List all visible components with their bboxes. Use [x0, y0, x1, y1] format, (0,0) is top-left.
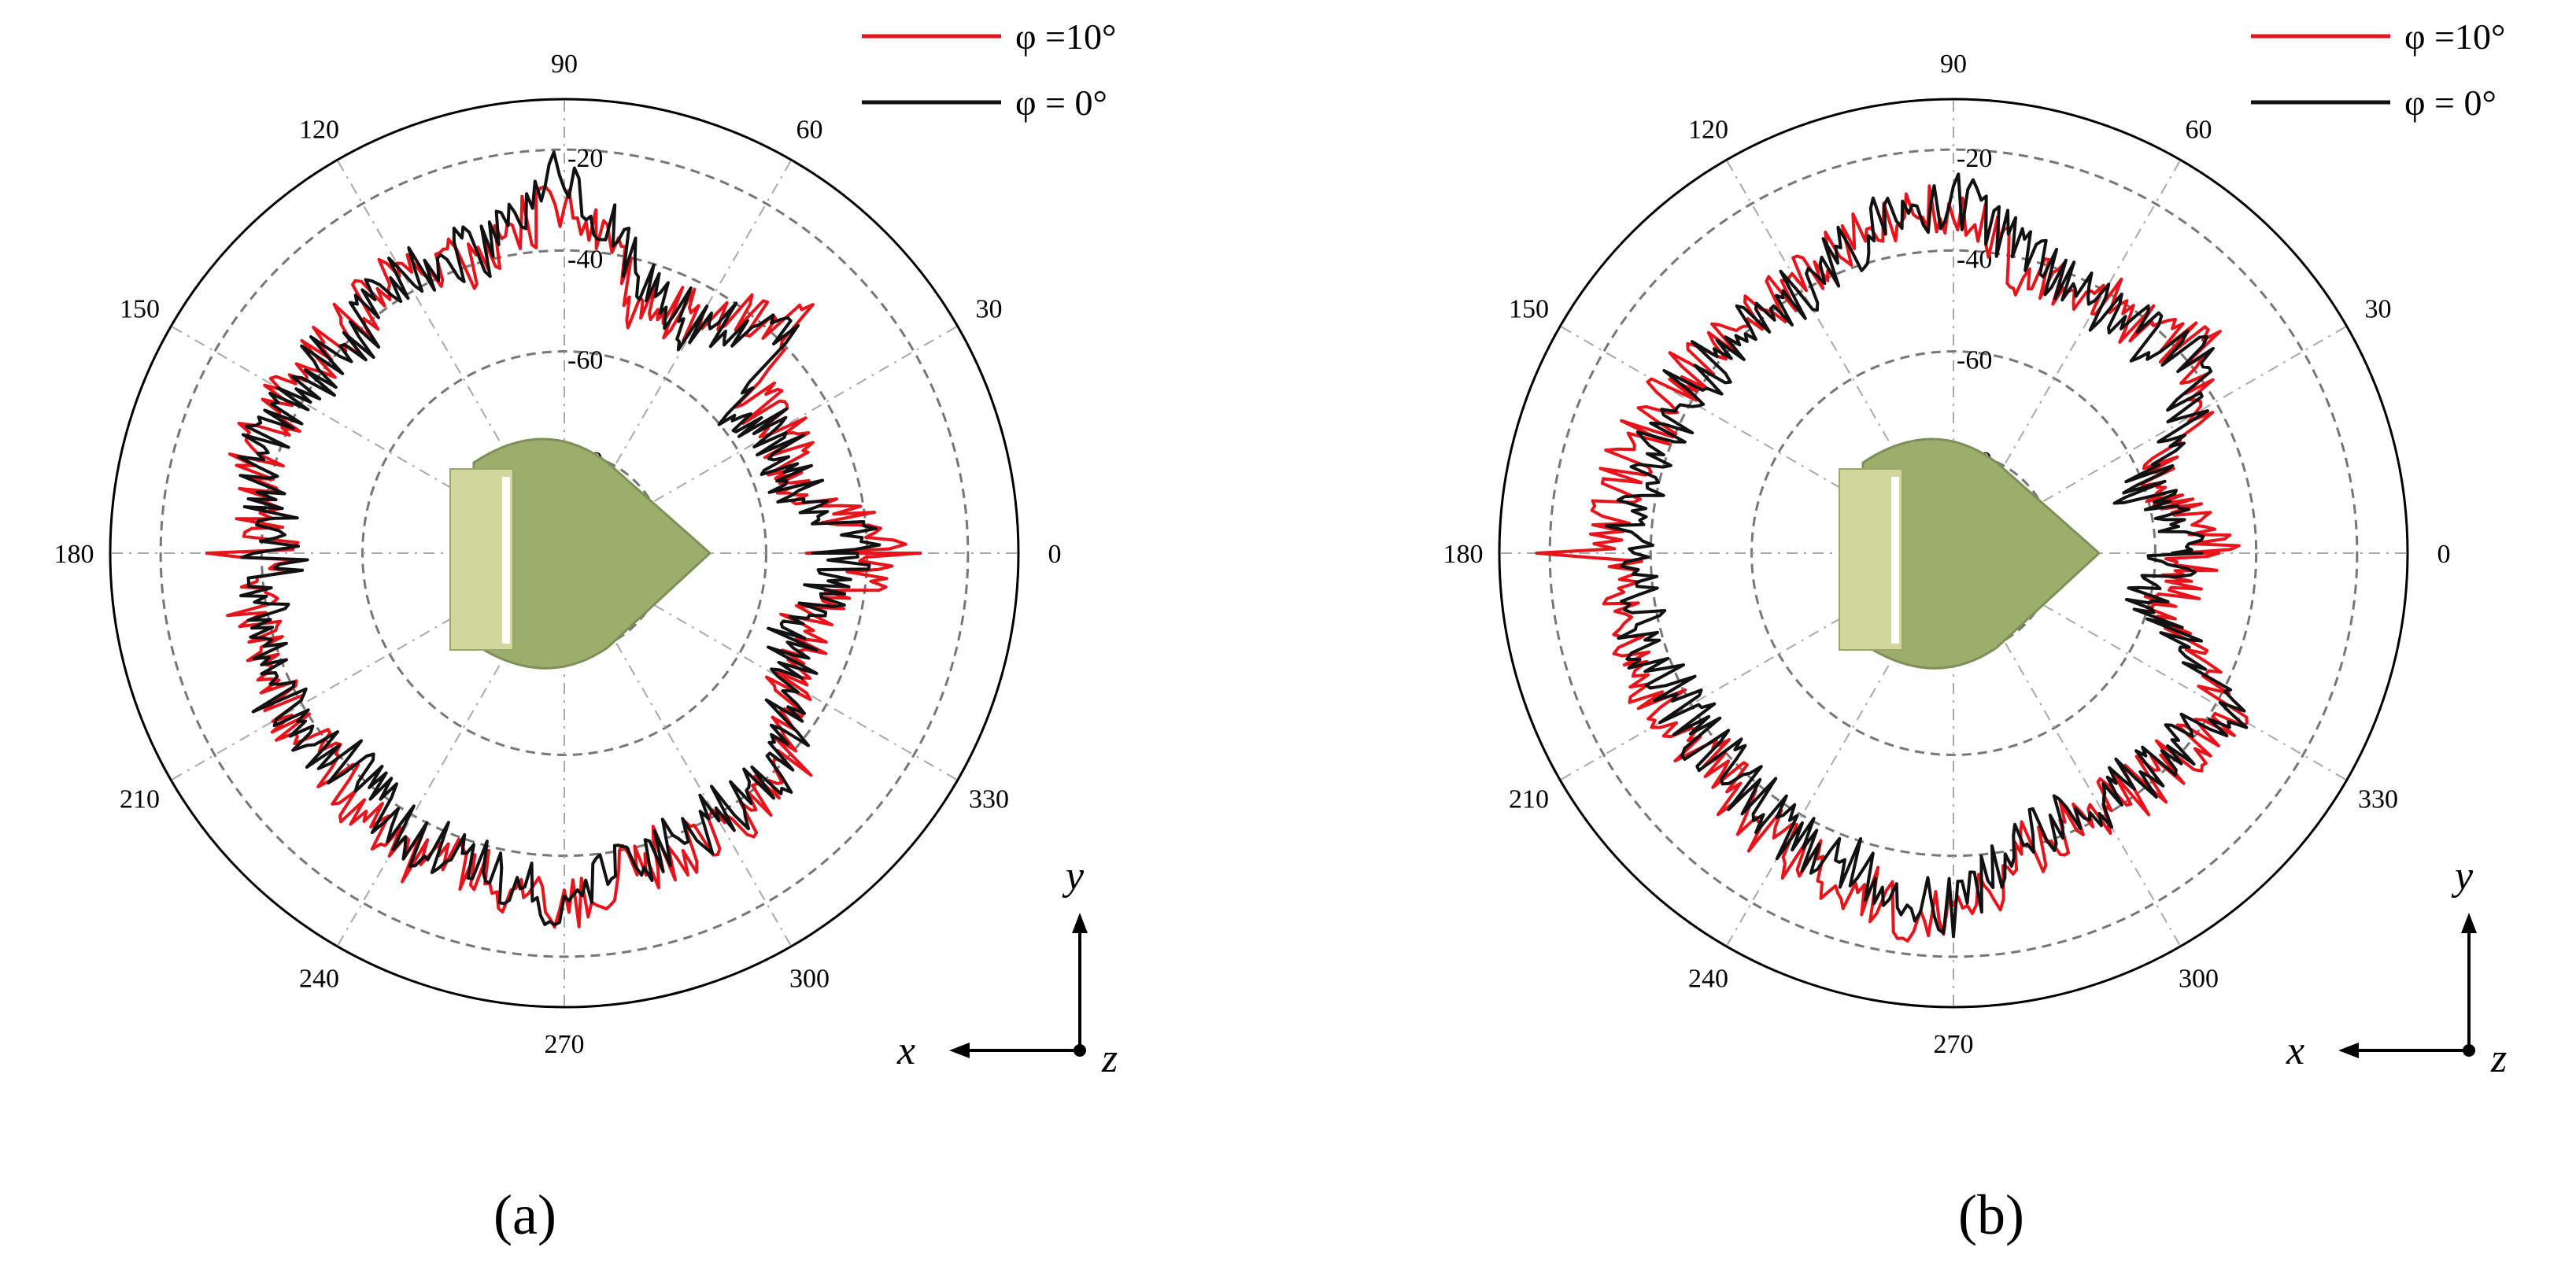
angular-tick-label-b-11: 330 [2358, 785, 2398, 814]
angular-tick-label-b-3: 90 [1940, 50, 1967, 79]
radial-gridline-a-2 [361, 350, 767, 756]
y-arrowhead-b [2461, 913, 2477, 933]
legend-label-red-b: φ =10° [2404, 17, 2505, 57]
angular-tick-label-a-2: 60 [796, 115, 823, 144]
angular-gridline-a-8 [336, 552, 565, 947]
vehicle-slot-b [1891, 477, 1899, 644]
angular-tick-label-b-2: 60 [2186, 115, 2212, 144]
angular-gridline-a-5 [170, 325, 565, 554]
legend-label-red-a: φ =10° [1015, 17, 1116, 57]
vehicle-body-b [1861, 437, 2101, 670]
legend-b: φ =10° φ = 0° [2251, 17, 2505, 123]
legend-a: φ =10° φ = 0° [862, 17, 1116, 123]
angular-tick-label-a-10: 300 [789, 965, 830, 994]
angular-gridline-b-7 [1559, 552, 1954, 781]
x-arrowhead-b [2338, 1043, 2359, 1058]
y-arrowhead-a [1072, 913, 1088, 933]
angular-tick-label-b-0: 0 [2437, 540, 2451, 569]
vehicle-body-a [472, 437, 712, 670]
angular-tick-labels-b: 0 30 60 90 120 150 180 210 240 270 300 330 [1443, 50, 2451, 1059]
angular-tick-label-b-7: 210 [1509, 785, 1549, 814]
vehicle-model-a [449, 437, 712, 670]
axis-letter-z-b: z [2490, 1036, 2507, 1081]
angular-tick-label-a-7: 210 [120, 785, 160, 814]
radial-tick-label-b-0: -20 [1957, 144, 1992, 173]
angular-gridline-b-2 [1953, 159, 2182, 554]
axis-letter-y-b: y [2451, 854, 2474, 899]
angular-gridline-b-4 [1725, 159, 1954, 554]
series-line-black-b [1605, 172, 2249, 939]
angular-gridline-a-4 [336, 159, 565, 554]
polar-chart-b: 0 30 60 90 120 150 180 210 240 270 300 330 -20-40-6… [1443, 17, 2508, 1246]
angular-tick-label-a-0: 0 [1048, 540, 1062, 569]
angular-gridline-b-11 [1953, 552, 2348, 781]
angular-tick-label-a-3: 90 [551, 50, 578, 79]
radial-tick-labels-a: -20-40-60-80 [567, 144, 603, 476]
angular-gridline-a-10 [564, 552, 793, 947]
angular-tick-label-a-4: 120 [299, 115, 339, 144]
angular-gridline-b-1 [1953, 325, 2348, 554]
axis-letter-x-a: x [896, 1028, 915, 1073]
series-lines-a [205, 150, 922, 929]
panel-label-b: (b) [1958, 1183, 2024, 1246]
legend-label-black-a: φ = 0° [1015, 83, 1107, 123]
radial-gridline-b-2 [1750, 350, 2157, 756]
series-line-black-a [237, 150, 881, 927]
angular-tick-label-a-9: 270 [545, 1030, 585, 1059]
angular-tick-labels-a: 0 30 60 90 120 150 180 210 240 270 300 330 [54, 50, 1062, 1059]
panel-label-a: (a) [493, 1183, 556, 1246]
angular-gridline-b-5 [1559, 325, 1954, 554]
legend-label-black-b: φ = 0° [2404, 83, 2497, 123]
angular-tick-label-a-5: 150 [120, 295, 160, 324]
angular-tick-label-a-8: 240 [299, 965, 339, 994]
series-lines-b [1535, 172, 2249, 943]
angular-tick-label-a-11: 330 [969, 785, 1009, 814]
angular-gridline-a-2 [564, 159, 793, 554]
outer-ring-b [1498, 98, 2409, 1009]
outer-ring-a [109, 98, 1020, 1009]
angular-tick-label-a-6: 180 [54, 540, 94, 569]
angular-tick-label-b-10: 300 [2179, 965, 2219, 994]
angular-tick-label-b-4: 120 [1688, 115, 1728, 144]
angular-tick-label-b-8: 240 [1688, 965, 1728, 994]
angular-tick-label-b-5: 150 [1509, 295, 1549, 324]
x-arrowhead-a [949, 1043, 970, 1058]
radial-tick-label-a-1: -40 [567, 245, 603, 274]
angular-tick-label-b-6: 180 [1443, 540, 1484, 569]
axes-indicator-b: y x z [2286, 854, 2507, 1081]
axis-letter-z-a: z [1101, 1036, 1118, 1081]
angular-tick-label-b-1: 30 [2365, 295, 2392, 324]
radial-tick-label-a-2: -60 [567, 346, 603, 375]
radial-gridline-b-1 [1649, 249, 2258, 858]
axes-indicator-a: y x z [896, 854, 1118, 1081]
vehicle-slot-a [502, 477, 510, 644]
radial-tick-labels-b: -20-40-60-80 [1957, 144, 1992, 476]
axis-letter-x-b: x [2286, 1028, 2304, 1073]
angular-gridline-b-8 [1725, 552, 1954, 947]
angular-gridline-a-7 [170, 552, 565, 781]
angular-gridline-a-11 [564, 552, 959, 781]
angular-gridline-b-10 [1953, 552, 2182, 947]
radial-gridline-a-0 [159, 148, 970, 958]
z-axis-dot-a [1074, 1044, 1086, 1057]
angular-tick-label-a-1: 30 [976, 295, 1003, 324]
z-axis-dot-b [2463, 1044, 2475, 1057]
radial-tick-label-b-2: -60 [1957, 346, 1992, 375]
axis-letter-y-a: y [1062, 854, 1085, 899]
vehicle-model-b [1839, 437, 2101, 670]
angular-tick-label-b-9: 270 [1934, 1030, 1974, 1059]
